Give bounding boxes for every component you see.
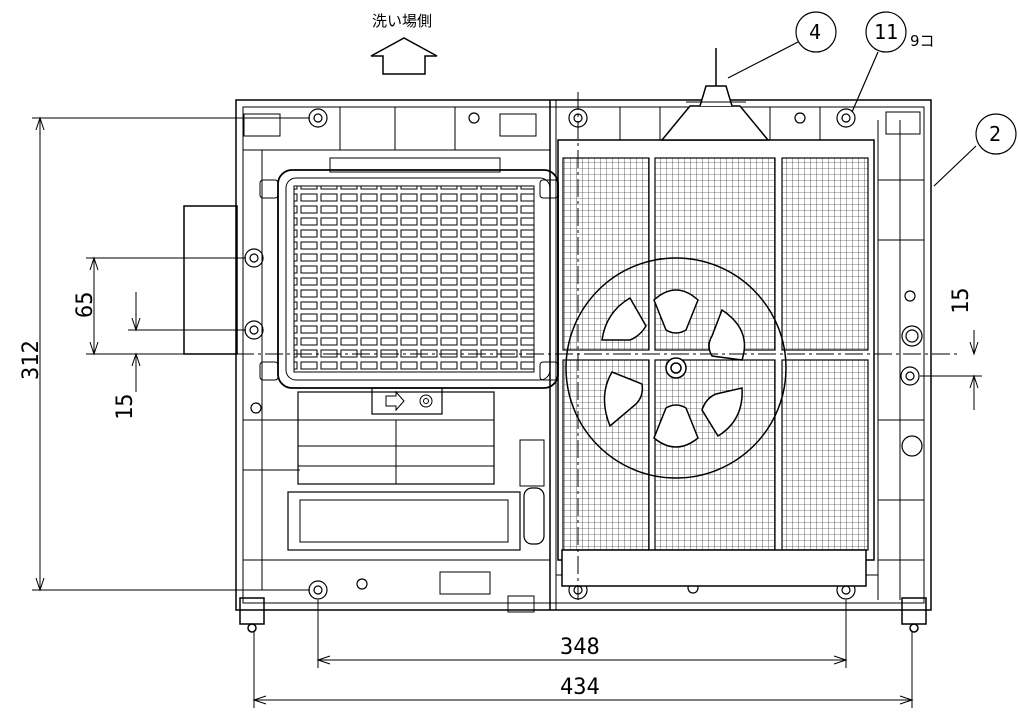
clip-bottom [439, 571, 491, 595]
grille-top-bracket [329, 157, 501, 173]
large-hole-icon [901, 325, 923, 347]
wiring-cover [287, 491, 521, 551]
up-arrow-icon [370, 37, 438, 75]
screw-icon [244, 320, 264, 340]
fan-blade-icon [601, 296, 647, 341]
callout-circle-4 [795, 11, 837, 53]
housing-outline [235, 99, 932, 611]
screw-icon [419, 394, 433, 408]
fan-housing-circle [565, 257, 787, 479]
lower-left-components [287, 391, 545, 551]
filter-mesh [557, 139, 875, 587]
mesh-panel [781, 157, 869, 351]
grille-slots [293, 185, 535, 373]
fan-blade-icon [603, 371, 644, 428]
callouts [727, 11, 1017, 187]
screw-icon [308, 580, 328, 600]
fan-shaft-icon [670, 362, 682, 374]
foot-right-pin [909, 623, 919, 633]
grille-tab-tl [259, 179, 279, 199]
fan-blade-icon [653, 404, 699, 448]
dimension-65: 65 [73, 292, 98, 319]
callout-label-11: 11 [874, 20, 898, 44]
clip-top-left [243, 113, 281, 137]
foot-left [239, 597, 265, 625]
screw-icon [836, 108, 856, 128]
direction-label: 洗い場側 [372, 12, 432, 30]
callout-qty-11: 9コ [910, 32, 935, 50]
hole-icon [794, 112, 806, 124]
adapter-body [660, 105, 770, 141]
fan-blade-icon [708, 308, 746, 361]
arrow-right-icon [385, 390, 405, 412]
fan-hub-icon [665, 357, 687, 379]
large-hole-icon [901, 435, 923, 457]
side-duct [183, 205, 238, 355]
grille-frame-inner [285, 177, 551, 381]
dimension-312: 312 [19, 340, 44, 380]
screw-icon [900, 366, 920, 386]
screw-icon [308, 108, 328, 128]
foot-right [901, 597, 927, 625]
callout-circle-2 [975, 113, 1017, 155]
center-lines [236, 92, 960, 600]
callout-label-2: 2 [989, 122, 1001, 146]
leader-4 [727, 41, 799, 79]
clip-bottom-2 [507, 595, 535, 613]
dimension-434: 434 [560, 675, 600, 700]
foot-left-pin [247, 623, 257, 633]
clip-top-right [885, 111, 921, 135]
hole-icon [250, 402, 262, 414]
fan [565, 257, 787, 479]
large-hole-inner-icon [905, 329, 919, 343]
fan-blade-icon [653, 289, 699, 334]
leader-11 [851, 51, 879, 113]
hole-icon [468, 112, 480, 124]
mesh-panel [654, 359, 776, 551]
callout-circle-11 [865, 11, 907, 53]
dimension-348: 348 [560, 635, 600, 660]
clip-top-mid [499, 113, 537, 137]
grille-tab-bl [259, 361, 279, 381]
screw-icon [244, 248, 264, 268]
callout-label-4: 4 [809, 20, 821, 44]
dimension-15-right: 15 [949, 288, 974, 315]
hole-icon [904, 290, 916, 302]
mesh-panel [781, 359, 869, 551]
exhaust-adapter [660, 48, 770, 141]
intake-grille [259, 157, 559, 415]
hole-icon [356, 578, 368, 590]
direction-indicator: 洗い場側 [370, 12, 438, 75]
filter-bottom-rail [561, 549, 867, 587]
grille-tab-br [539, 361, 559, 381]
fan-blade-icon [701, 387, 743, 438]
dimension-lines [32, 116, 982, 708]
cable-clamp [523, 487, 545, 545]
grille-latch [371, 387, 443, 415]
dimension-15-left: 15 [113, 394, 138, 421]
housing-inner-outline [242, 106, 925, 604]
leader-2 [933, 145, 977, 187]
adapter-neck [699, 85, 733, 107]
